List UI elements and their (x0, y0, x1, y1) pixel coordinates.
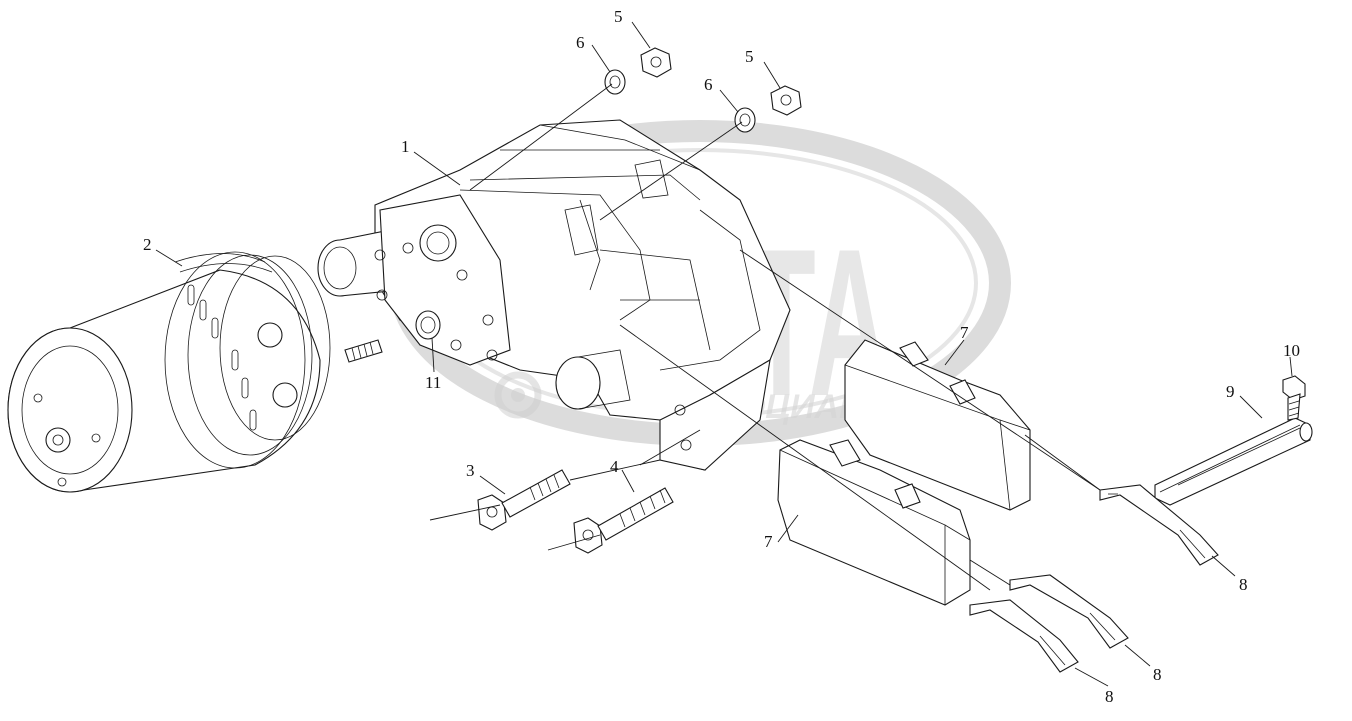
caliper-pad-retainer-window (564, 159, 669, 256)
callout-labels: 1 2 3 4 5 5 6 6 7 7 8 8 8 9 10 11 (143, 7, 1300, 706)
callout-7a: 7 (960, 323, 969, 342)
brake-chamber (7, 251, 383, 493)
caliper-bolt-11 (415, 310, 441, 340)
watermark-gear-icon (494, 371, 542, 419)
nut-5-right (770, 85, 802, 116)
chamber-pushrod-stud (344, 339, 383, 363)
brake-caliper (317, 119, 791, 471)
washer-6-right (734, 107, 756, 133)
callout-7b: 7 (764, 532, 773, 551)
nut-5-left (640, 47, 672, 78)
callout-3: 3 (466, 461, 475, 480)
assembly-lines (429, 83, 1101, 591)
caliper-flange (374, 194, 511, 366)
callout-leaders (155, 21, 1293, 687)
pad-spring-8-middle (1009, 574, 1129, 649)
bolt-4 (573, 487, 674, 554)
callout-11: 11 (425, 373, 441, 392)
callout-1: 1 (401, 137, 410, 156)
pad-retainer-bar (1154, 417, 1313, 506)
callout-4: 4 (610, 457, 619, 476)
callout-5a: 5 (614, 7, 623, 26)
chamber-slots (187, 284, 257, 431)
caliper-guide-pin-lower (555, 349, 631, 410)
pad-spring-8-lower (969, 599, 1079, 673)
pad-spring-8-right (1099, 484, 1219, 566)
callout-8a: 8 (1239, 575, 1248, 594)
callout-8b: 8 (1153, 665, 1162, 684)
callout-10: 10 (1283, 341, 1300, 360)
chamber-center-nut (45, 427, 71, 453)
callout-5b: 5 (745, 47, 754, 66)
callout-6a: 6 (576, 33, 585, 52)
washer-6-left (604, 69, 626, 95)
callout-6b: 6 (704, 75, 713, 94)
bolt-3 (477, 469, 571, 531)
callout-9: 9 (1226, 382, 1235, 401)
callout-8c: 8 (1105, 687, 1114, 706)
callout-2: 2 (143, 235, 152, 254)
brake-pad-upper (844, 339, 1031, 511)
brake-pad-lower (777, 439, 971, 606)
retainer-bolt-10 (1282, 375, 1306, 421)
